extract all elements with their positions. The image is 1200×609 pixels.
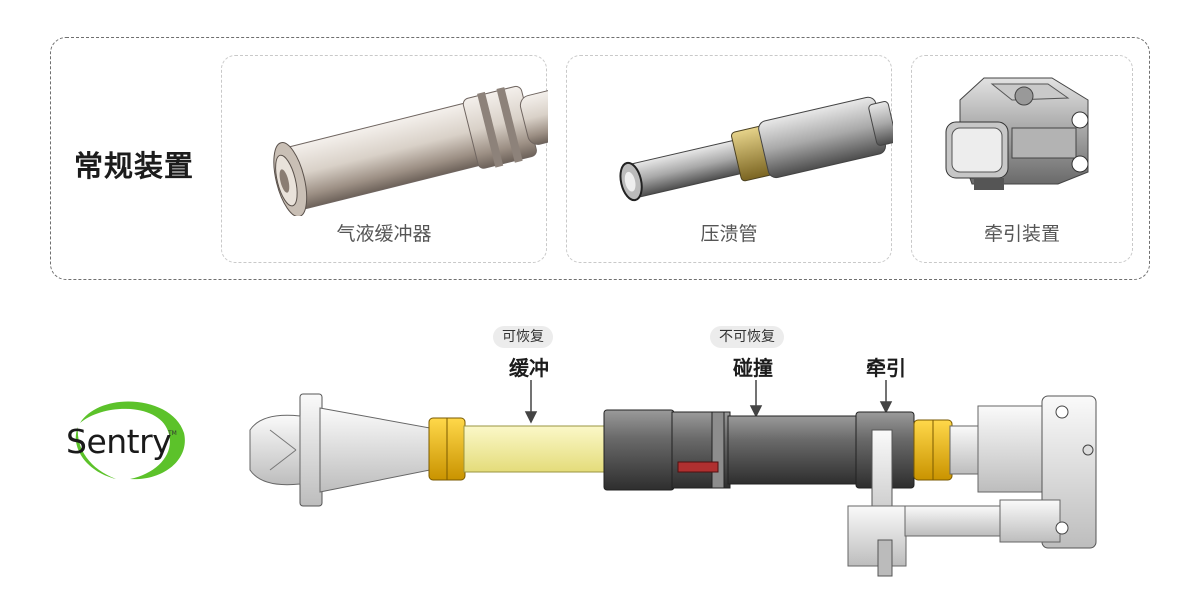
- card-traction-device[interactable]: 牵引装置: [911, 55, 1133, 263]
- tag-recoverable: 可恢复: [493, 326, 553, 348]
- logo-trademark: TM: [168, 430, 177, 437]
- zone-collision-label: 碰撞: [733, 356, 773, 380]
- zone-traction-label: 牵引: [866, 356, 906, 380]
- coupler-assembly-diagram: [249, 380, 1097, 577]
- gas-hydraulic-buffer-icon: [273, 85, 548, 216]
- card-crush-tube[interactable]: 压溃管: [566, 55, 893, 263]
- logo-text: Sentry: [66, 422, 172, 461]
- tag-non-recoverable: 不可恢复: [710, 326, 784, 348]
- sentry-logo: [75, 401, 185, 480]
- zone-buffer-label: 缓冲: [509, 356, 549, 380]
- traction-device-icon: [945, 77, 1089, 190]
- card-label-traction: 牵引装置: [983, 223, 1060, 245]
- card-gas-hydraulic-buffer[interactable]: 气液缓冲器: [221, 55, 548, 263]
- card-label-buffer: 气液缓冲器: [336, 223, 432, 245]
- zone-arrows: [524, 380, 893, 424]
- coupler-head: [249, 393, 431, 507]
- conventional-device-panel: [50, 37, 1150, 280]
- card-label-crush-tube: 压溃管: [700, 223, 758, 245]
- panel-title: 常规装置: [74, 149, 195, 183]
- crush-tube-icon: [619, 96, 893, 202]
